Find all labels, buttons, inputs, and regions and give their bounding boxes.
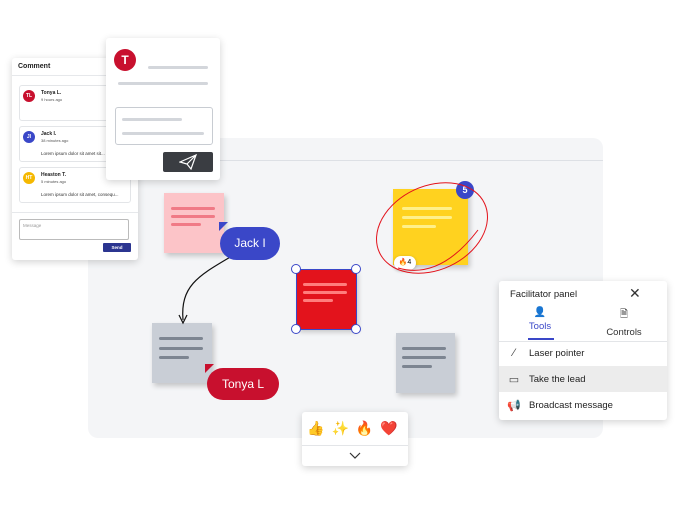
sticky-note-yellow[interactable] xyxy=(393,189,468,265)
sticky-note-pink[interactable] xyxy=(164,193,224,253)
chevron-down-icon[interactable] xyxy=(349,452,361,460)
composer-input[interactable] xyxy=(115,107,213,145)
placeholder-line xyxy=(118,82,208,85)
laser-pointer-icon: ⁄ xyxy=(513,347,515,359)
divider xyxy=(12,212,138,213)
thumbs-up-icon[interactable]: 👍 xyxy=(307,420,332,436)
comment-panel-title: Comment xyxy=(18,63,51,70)
sparkles-icon[interactable]: ✨ xyxy=(331,420,356,436)
comment-composer: T xyxy=(106,38,220,180)
megaphone-icon: 📢 xyxy=(507,399,521,412)
avatar: JI xyxy=(23,131,35,143)
item-label: Broadcast message xyxy=(529,399,613,411)
arrow-head xyxy=(178,314,188,325)
send-button[interactable] xyxy=(163,152,213,172)
paper-plane-icon xyxy=(178,153,198,171)
red-ink-tail xyxy=(397,229,479,271)
menu-item-laser-pointer[interactable]: ⁄ Laser pointer xyxy=(499,340,667,366)
sticky-note-red-selected[interactable] xyxy=(297,270,356,329)
vote-count-badge: 5 xyxy=(456,181,474,199)
comment-text: Lorem ipsum dolor sit amet, consequ... xyxy=(41,192,119,197)
resize-handle[interactable] xyxy=(291,324,301,334)
placeholder-line xyxy=(148,66,208,69)
comment-time: 38 minutes ago xyxy=(41,138,69,143)
divider xyxy=(12,75,138,76)
resize-handle[interactable] xyxy=(351,264,361,274)
facilitator-panel: Facilitator panel ✕ 👤 Tools 🗎 Controls ⁄… xyxy=(499,281,667,420)
menu-item-take-the-lead[interactable]: ▭ Take the lead xyxy=(499,366,667,392)
selection-box xyxy=(296,269,357,330)
menu-item-broadcast-message[interactable]: 📢 Broadcast message xyxy=(499,392,667,418)
collaborator-cursor-jack: Jack I xyxy=(220,227,280,260)
avatar: TL xyxy=(23,90,35,102)
divider xyxy=(302,445,408,446)
tab-label: Controls xyxy=(606,327,642,338)
comment-author: Tonya L. xyxy=(41,90,62,96)
avatar: HT xyxy=(23,172,35,184)
send-button[interactable]: Send xyxy=(103,243,131,252)
avatar: T xyxy=(114,49,136,71)
fire-icon[interactable]: 🔥 xyxy=(355,420,381,436)
document-icon: 🗎 xyxy=(619,309,629,320)
divider xyxy=(220,160,603,161)
screen-share-icon: ▭ xyxy=(508,373,520,386)
collaborator-cursor-tonya: Tonya L xyxy=(207,368,279,400)
resize-handle[interactable] xyxy=(291,264,301,274)
cursor-pointer-icon xyxy=(219,222,228,231)
message-input[interactable]: Message xyxy=(19,219,129,240)
comment-time: 9 hours ago xyxy=(41,97,63,102)
tab-label: Tools xyxy=(528,321,552,332)
fire-icon: 🔥 xyxy=(398,259,408,266)
item-label: Laser pointer xyxy=(529,347,585,359)
divider xyxy=(499,341,667,342)
facilitator-panel-title: Facilitator panel xyxy=(510,289,578,300)
red-ink-circle xyxy=(376,182,488,274)
reaction-count: 4 xyxy=(407,259,412,266)
sticky-note-gray[interactable] xyxy=(396,333,455,393)
active-tab-indicator xyxy=(528,338,554,340)
item-label: Take the lead xyxy=(529,373,586,385)
close-icon[interactable]: ✕ xyxy=(629,285,641,301)
tab-controls[interactable]: 🗎 Controls xyxy=(599,307,649,338)
tab-tools[interactable]: 👤 Tools xyxy=(519,307,561,337)
connector-arrow xyxy=(182,255,233,321)
sticky-note-gray[interactable] xyxy=(152,323,212,383)
cursor-pointer-icon xyxy=(205,364,214,373)
comment-time: 5 minutes ago xyxy=(41,179,67,184)
tools-icon: 👤 xyxy=(533,307,547,318)
reaction-bar: 👍✨🔥❤️ xyxy=(302,412,408,466)
comment-author: Jack I. xyxy=(41,131,57,137)
resize-handle[interactable] xyxy=(351,324,361,334)
reaction-count-badge[interactable]: 🔥4 xyxy=(394,256,416,270)
heart-icon[interactable]: ❤️ xyxy=(380,420,405,436)
comment-author: Heaston T. xyxy=(41,172,67,178)
comment-text: Lorem ipsum dolor sit amet sit... xyxy=(41,151,105,156)
